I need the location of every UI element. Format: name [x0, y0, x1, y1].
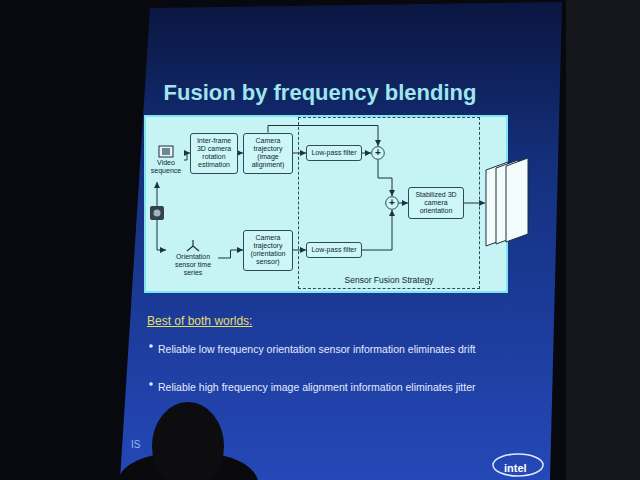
film-frame — [159, 146, 173, 157]
camera-body — [150, 206, 164, 220]
sum-sign: + — [371, 146, 385, 160]
label-holder: intel — [504, 458, 527, 476]
logo-swirl — [493, 454, 543, 476]
sensor-axis — [193, 246, 199, 251]
bullet-text: Reliable low frequency orientation senso… — [158, 343, 476, 355]
output-frames — [486, 158, 528, 246]
split-line — [157, 220, 166, 250]
node-text: Stabilized 3D camera orientation — [411, 191, 461, 216]
sensor-icon — [185, 239, 201, 252]
output-box: Stabilized 3D camera orientation — [408, 187, 464, 220]
film-picture — [162, 148, 170, 155]
camera-icon — [150, 206, 164, 220]
node-text: Video sequence — [149, 159, 183, 175]
bullet-dot — [149, 344, 153, 348]
input-node: Video sequence — [148, 144, 184, 176]
sum-sign: + — [385, 196, 399, 210]
node-text: Camera trajectory (orientation sensor) — [246, 234, 290, 267]
split-line — [157, 182, 158, 206]
head — [152, 402, 224, 480]
diagram-panel — [145, 116, 507, 292]
circle-shape — [372, 147, 385, 160]
sum-junction: + — [371, 146, 385, 160]
label-holder: Reliable low frequency orientation senso… — [158, 339, 476, 357]
audience-head — [118, 402, 258, 480]
film-icon — [158, 145, 174, 158]
label-holder: Best of both worlds: — [147, 311, 252, 329]
title-holder: Fusion by frequency blending — [0, 80, 640, 106]
node-text: Orientation sensor time series — [169, 253, 217, 277]
bullet-text: Reliable high frequency image alignment … — [158, 381, 476, 393]
flow-arrow — [362, 153, 371, 154]
filter-box: Low-pass filter — [306, 242, 362, 258]
flow-arrow — [399, 203, 408, 204]
circle-shape — [386, 197, 399, 210]
process-box: Camera trajectory (image alignment) — [243, 133, 293, 174]
flow-arrow — [218, 250, 243, 258]
sensor-axis — [192, 240, 193, 246]
node-text: Low-pass filter — [309, 246, 359, 254]
heading-label: Best of both worlds: — [147, 314, 252, 328]
output-arrow — [464, 203, 485, 204]
sensor-axis — [187, 246, 193, 251]
filter-box: Low-pass filter — [306, 145, 362, 161]
flow-arrow — [293, 153, 306, 154]
flow-arrow — [293, 250, 306, 251]
flow-arrow — [362, 210, 392, 250]
room-wall — [566, 0, 640, 480]
node-text: Inter-frame 3D camera rotation estimatio… — [193, 137, 235, 170]
slide-title: Fusion by frequency blending — [164, 80, 477, 105]
process-box: Camera trajectory (orientation sensor) — [243, 230, 293, 271]
bullet-dot — [149, 382, 153, 386]
label-holder: Reliable high frequency image alignment … — [158, 377, 476, 395]
label-holder: IS — [131, 434, 140, 452]
sum-junction: + — [385, 196, 399, 210]
frame — [506, 158, 528, 242]
logo-text: intel — [504, 462, 527, 474]
footer-text: IS — [131, 439, 140, 450]
input-node: Orientation sensor time series — [168, 238, 218, 278]
flow-arrow — [378, 160, 392, 196]
group-label: Sensor Fusion Strategy — [345, 275, 434, 285]
node-text: Low-pass filter — [309, 149, 359, 157]
process-box: Inter-frame 3D camera rotation estimatio… — [190, 133, 238, 174]
camera-lens — [154, 210, 161, 217]
node-text: Camera trajectory (image alignment) — [246, 137, 290, 170]
group-box: Sensor Fusion Strategy Low-pass filter + + L… — [298, 117, 480, 289]
